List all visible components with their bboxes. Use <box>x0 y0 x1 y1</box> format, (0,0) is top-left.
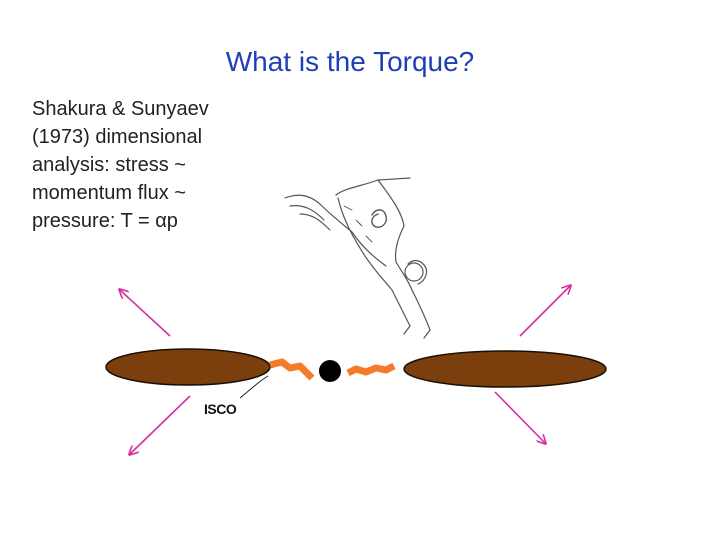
isco-pointer-line <box>239 375 269 399</box>
left-accretion-disk <box>105 348 271 386</box>
body-line: Shakura & Sunyaev <box>32 98 209 120</box>
arrow-lower-right <box>494 391 545 443</box>
body-text: Shakura & Sunyaev (1973) dimensional ana… <box>32 95 282 235</box>
left-plunging-flow <box>269 358 315 381</box>
diving-figure-sketch <box>284 177 431 339</box>
body-line: momentum flux ~ <box>32 182 186 204</box>
arrow-lower-left <box>130 395 191 454</box>
arrow-upper-right <box>519 286 570 337</box>
body-line: pressure: T = αp <box>32 210 178 232</box>
body-line: (1973) dimensional <box>32 126 203 148</box>
isco-label: ISCO <box>204 401 237 417</box>
body-line: analysis: stress ~ <box>32 154 186 176</box>
right-plunging-flow <box>346 362 396 377</box>
black-hole <box>319 360 341 382</box>
arrow-upper-left <box>120 290 171 337</box>
right-accretion-disk <box>403 350 607 388</box>
slide-title: What is the Torque? <box>225 46 475 77</box>
